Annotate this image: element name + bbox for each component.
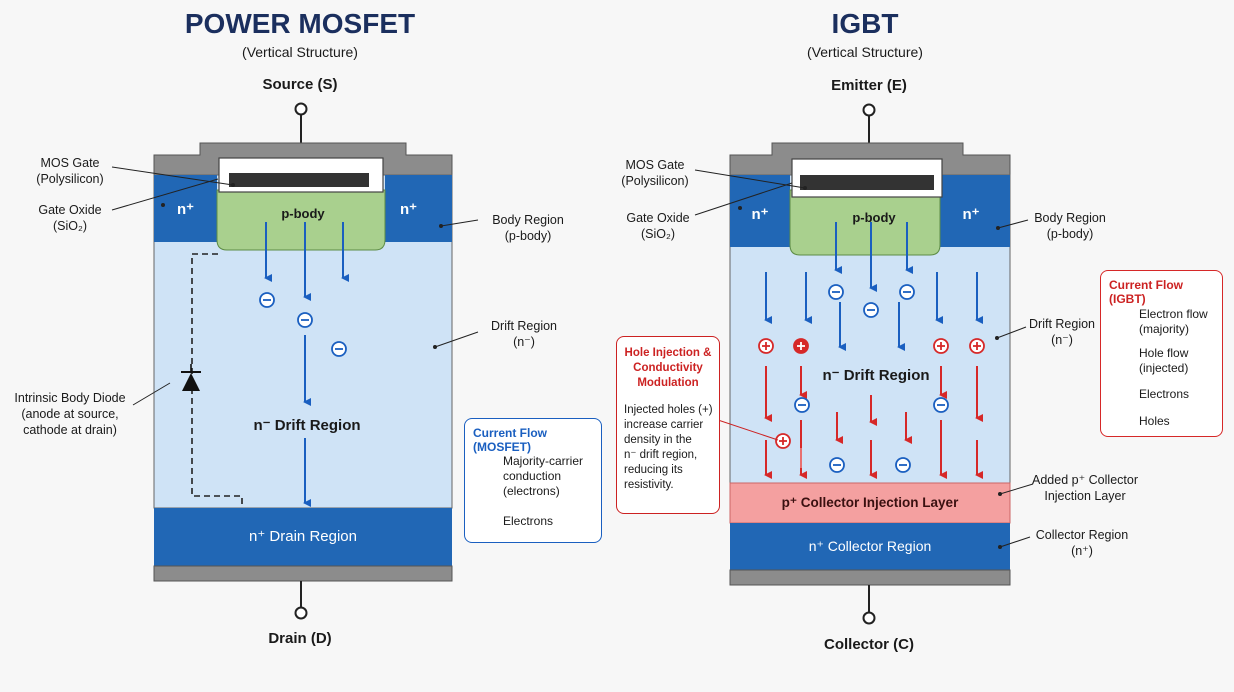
igbt-structure bbox=[694, 103, 1034, 625]
mosfet-nplus-left-label: n⁺ bbox=[176, 201, 195, 218]
igbt-legend: Current Flow (IGBT) Electron flow(majori… bbox=[1100, 270, 1223, 437]
drift-leader bbox=[996, 326, 1027, 339]
igbt-pbody-label: p-body bbox=[852, 210, 896, 225]
igbt-oxide-label: Gate Oxide(SiO₂) bbox=[626, 211, 690, 241]
collector-leader bbox=[999, 536, 1031, 548]
legend-holes-text: Holes bbox=[1139, 414, 1170, 428]
igbt-pcollector-layer bbox=[729, 482, 1011, 524]
mosfet-pbody-label: p-body bbox=[281, 206, 325, 221]
igbt-poly-gate bbox=[800, 175, 934, 190]
electron-icon bbox=[899, 284, 915, 300]
igbt-subtitle: (Vertical Structure) bbox=[807, 44, 923, 60]
drain-terminal-label: Drain (D) bbox=[268, 630, 332, 647]
legend-electrons-text: Electrons bbox=[1139, 387, 1190, 401]
mosfet-title: POWER MOSFET bbox=[184, 8, 416, 39]
igbt-gate-label: MOS Gate(Polysilicon) bbox=[621, 158, 689, 188]
mosfet-drift-region-label: n⁻ Drift Region bbox=[240, 416, 374, 434]
igbt-drift-label: Drift Region(n⁻) bbox=[1029, 317, 1095, 347]
emitter-terminal-icon bbox=[862, 103, 876, 117]
emitter-terminal-label: Emitter (E) bbox=[831, 77, 907, 94]
oxide-leader bbox=[111, 178, 219, 211]
electron-icon bbox=[794, 397, 810, 413]
diode-icon bbox=[181, 364, 201, 391]
source-terminal-label: Source (S) bbox=[262, 76, 338, 93]
legend-hole-flow-text: Hole flow(injected) bbox=[1139, 346, 1189, 375]
body-label: Body Region(p-body) bbox=[492, 213, 564, 243]
diode-leader bbox=[132, 382, 171, 406]
mosfet-structure bbox=[111, 102, 479, 620]
collector-metal bbox=[729, 569, 1011, 586]
hole-icon bbox=[969, 338, 985, 354]
igbt-drift-region-label: n⁻ Drift Region bbox=[812, 366, 940, 384]
electron-icon bbox=[331, 341, 347, 357]
oxide-leader bbox=[694, 182, 793, 216]
igbt-nplus-right bbox=[940, 175, 1010, 247]
hole-icon bbox=[793, 338, 809, 354]
electron-icon bbox=[829, 457, 845, 473]
mosfet-subtitle: (Vertical Structure) bbox=[242, 44, 358, 60]
drain-metal bbox=[153, 565, 453, 582]
electron-icon bbox=[895, 457, 911, 473]
body-diode-path bbox=[191, 253, 243, 506]
body-leader bbox=[440, 219, 479, 227]
gate-leader bbox=[111, 166, 234, 186]
collector-terminal-icon bbox=[862, 611, 876, 625]
drain-terminal-icon bbox=[294, 606, 308, 620]
igbt-nplus-right-label: n⁺ bbox=[962, 206, 980, 223]
diode-label: Intrinsic Body Diode(anode at source,cat… bbox=[14, 391, 126, 437]
igbt-pbody bbox=[789, 189, 941, 256]
igbt-collector-region-label: n⁺ Collector Region bbox=[808, 538, 932, 554]
mosfet-drain-region-label: n⁺ Drain Region bbox=[249, 528, 357, 545]
igbt-collector-region bbox=[730, 523, 1010, 570]
hole-icon bbox=[775, 433, 791, 449]
mosfet-drain-region bbox=[154, 508, 452, 566]
mosfet-nplus-right-label: n⁺ bbox=[399, 201, 418, 218]
source-terminal-icon bbox=[294, 102, 308, 116]
electron-icon bbox=[863, 302, 879, 318]
legend-electron-flow-text: Electron flow(majority) bbox=[1139, 307, 1208, 336]
note-leader bbox=[711, 417, 779, 441]
collector-terminal-label: Collector (C) bbox=[824, 636, 914, 653]
legend-electrons-text: Electrons bbox=[503, 514, 554, 528]
oxide-label: Gate Oxide(SiO₂) bbox=[38, 203, 102, 233]
drift-label: Drift Region(n⁻) bbox=[491, 319, 557, 349]
pcollector-leader bbox=[999, 483, 1034, 495]
gate-label: MOS Gate(Polysilicon) bbox=[36, 156, 104, 186]
igbt-collector-label: Collector Region(n⁺) bbox=[1035, 528, 1129, 558]
electron-icon bbox=[933, 397, 949, 413]
igbt-title: IGBT bbox=[831, 8, 899, 39]
mosfet-nplus-right bbox=[385, 175, 452, 242]
hole-icon bbox=[933, 338, 949, 354]
electron-icon bbox=[828, 284, 844, 300]
mosfet-poly-gate bbox=[229, 173, 369, 187]
body-leader bbox=[997, 219, 1029, 229]
mosfet-nplus-left bbox=[154, 175, 217, 242]
igbt-nplus-left-label: n⁺ bbox=[751, 206, 769, 223]
igbt-body-label: Body Region(p-body) bbox=[1034, 211, 1106, 241]
drift-leader bbox=[434, 331, 479, 348]
electron-icon bbox=[297, 312, 313, 328]
electron-icon bbox=[259, 292, 275, 308]
igbt-pcollector-region-label: p⁺ Collector Injection Layer bbox=[781, 495, 959, 510]
hole-icon bbox=[758, 338, 774, 354]
